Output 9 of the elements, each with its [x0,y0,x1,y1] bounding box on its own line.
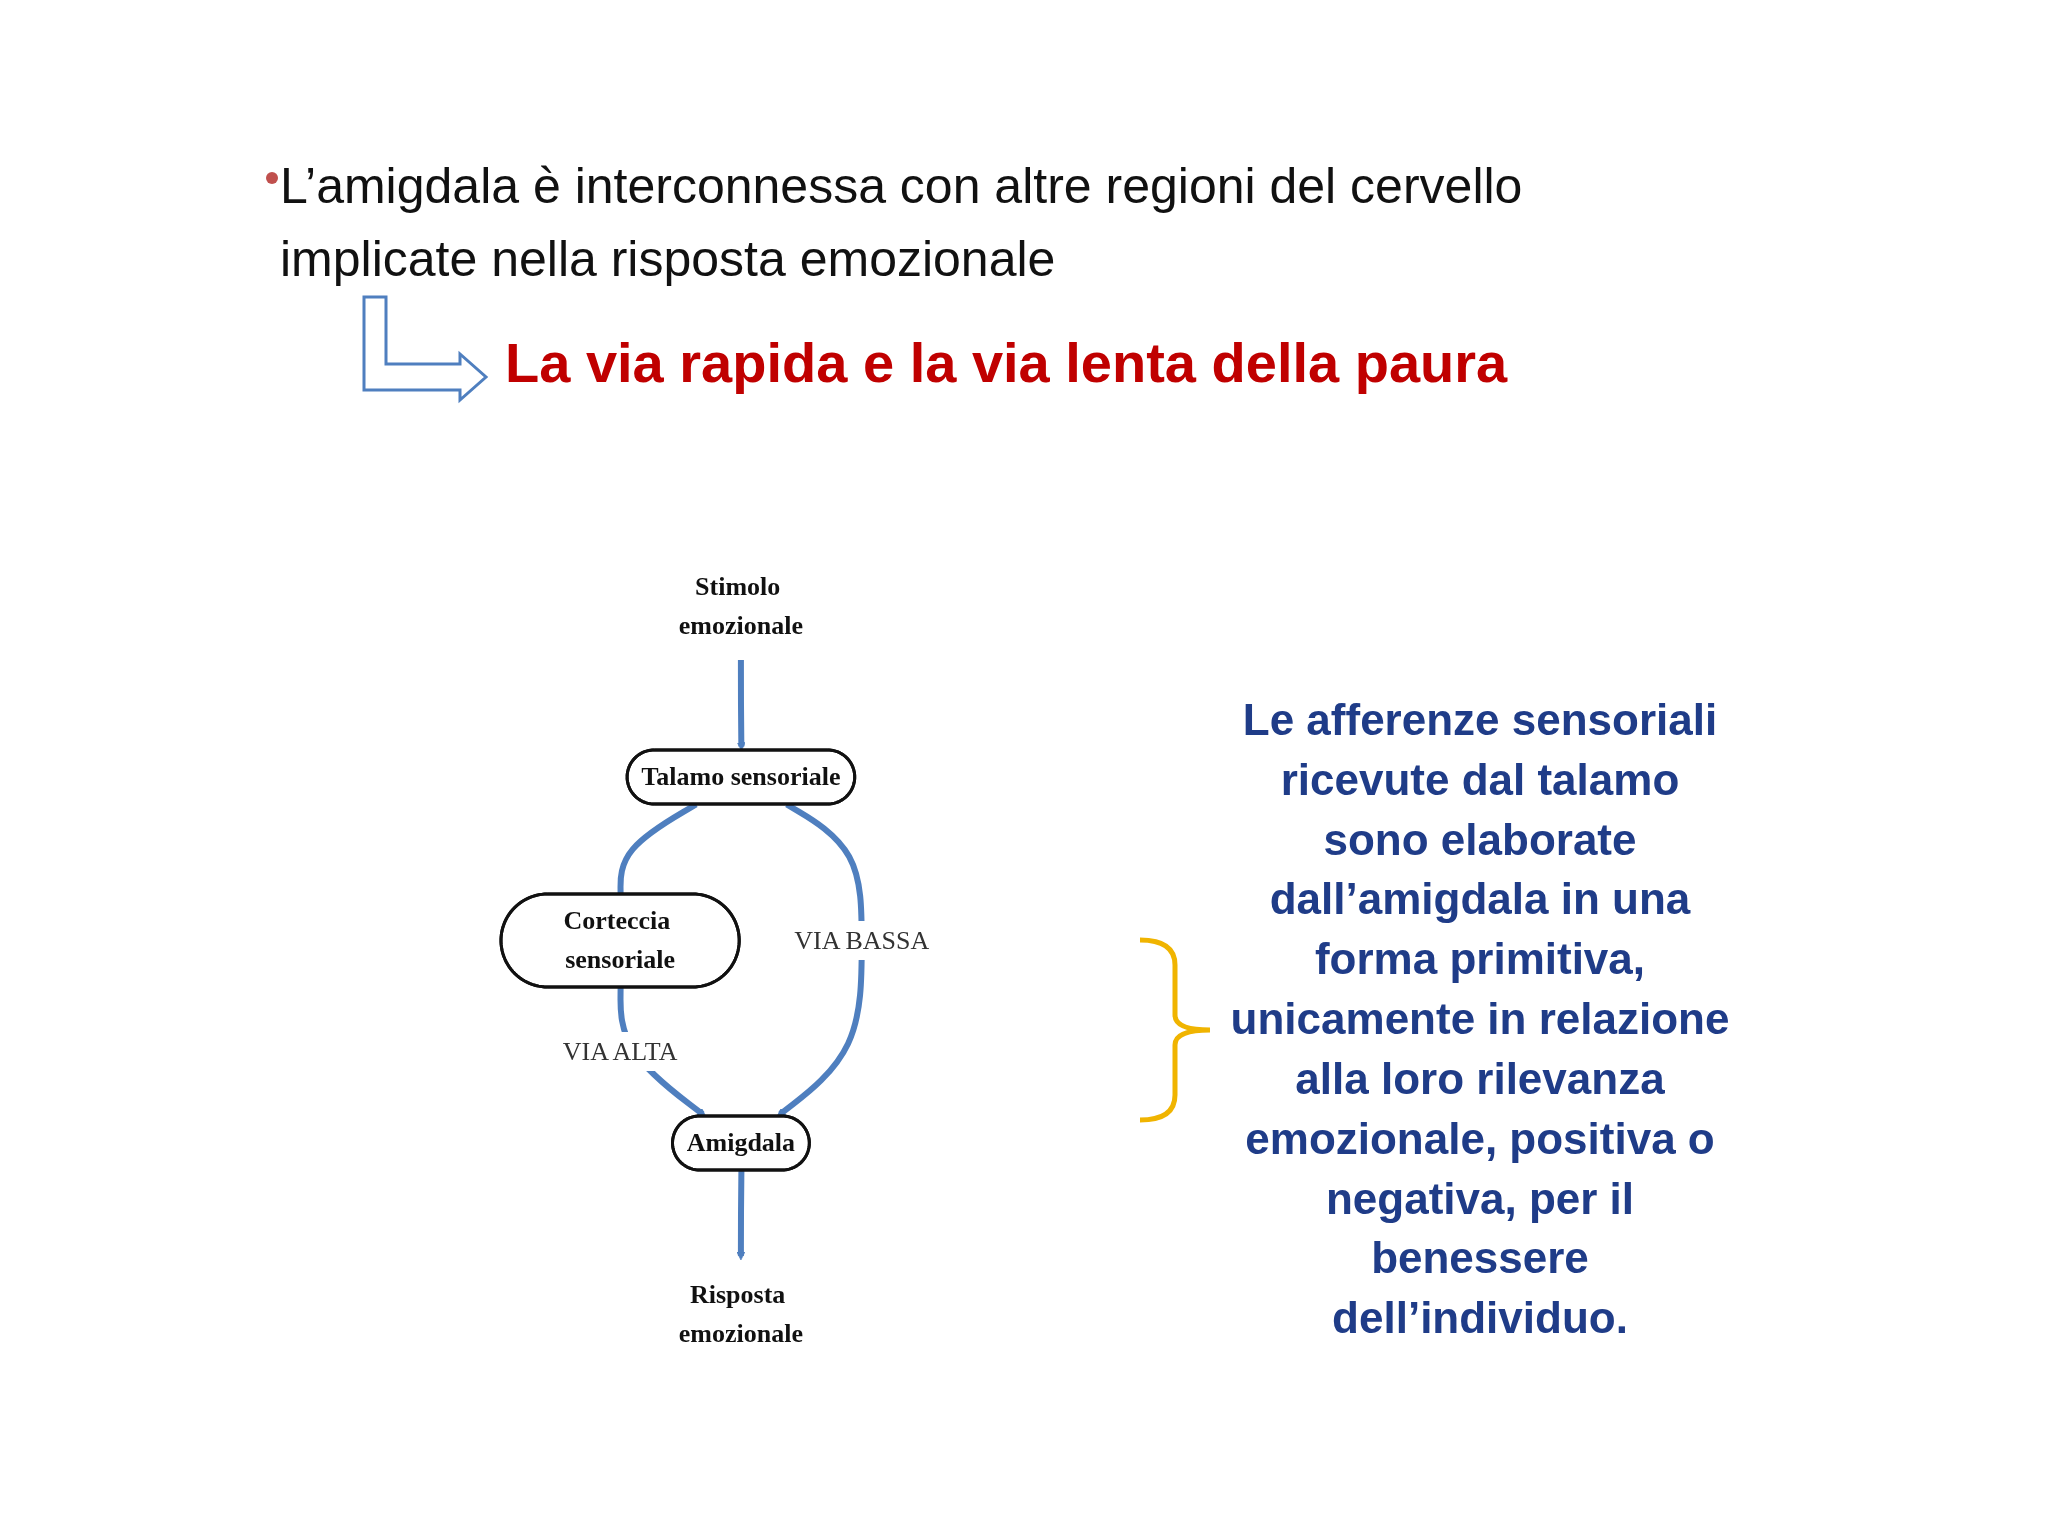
edge-label: VIA BASSA [794,926,930,955]
subheading: La via rapida e la via lenta della paura [505,330,1508,395]
arrow [736,660,746,751]
node-text: Risposta emozionale [678,1279,803,1348]
arrow [736,1170,746,1261]
node-text: Stimolo emozionale [678,572,803,641]
explanation-text: Le afferenze sensoriali ricevute dal talamo sono elaborate dall’amigdala in una forma primitiva, unicamente in relazione alla loro rilevanza emozionale, positiva o negativa, per il benessere dell’individuo. [1230,694,1730,1345]
heading: L’amigdala è interconnessa con altre regioni del cervello implicate nella risposta emozionale [280,157,1524,289]
edge-label: VIA ALTA [562,1037,678,1066]
